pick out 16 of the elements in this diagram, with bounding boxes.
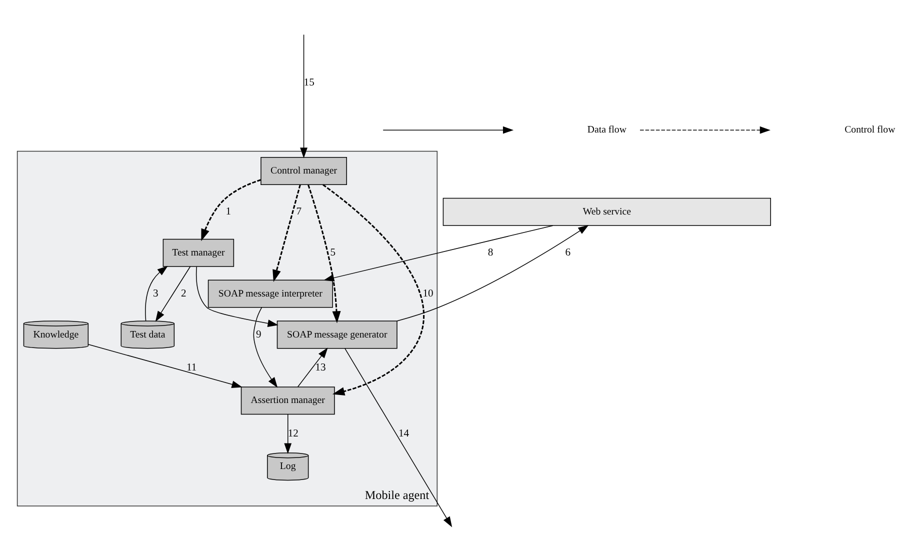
legend-label: Control flow bbox=[844, 124, 896, 136]
edge-label: 10 bbox=[422, 288, 434, 300]
edge-label: 14 bbox=[398, 428, 410, 439]
edge-label: 3 bbox=[152, 288, 158, 300]
edge-label: 6 bbox=[565, 247, 571, 258]
edge-label: 11 bbox=[186, 362, 197, 373]
edge-label: 8 bbox=[488, 247, 494, 258]
edge-label: 2 bbox=[181, 288, 186, 300]
edge-label: 1 bbox=[226, 206, 232, 218]
edge-label: 9 bbox=[256, 328, 262, 340]
edge-label: 5 bbox=[330, 247, 336, 258]
edge-label: 12 bbox=[288, 428, 298, 439]
edge-label: 7 bbox=[296, 206, 302, 218]
edge-label: 13 bbox=[315, 362, 326, 373]
edge-label: 15 bbox=[304, 77, 314, 88]
legend-label: Data flow bbox=[587, 124, 626, 136]
